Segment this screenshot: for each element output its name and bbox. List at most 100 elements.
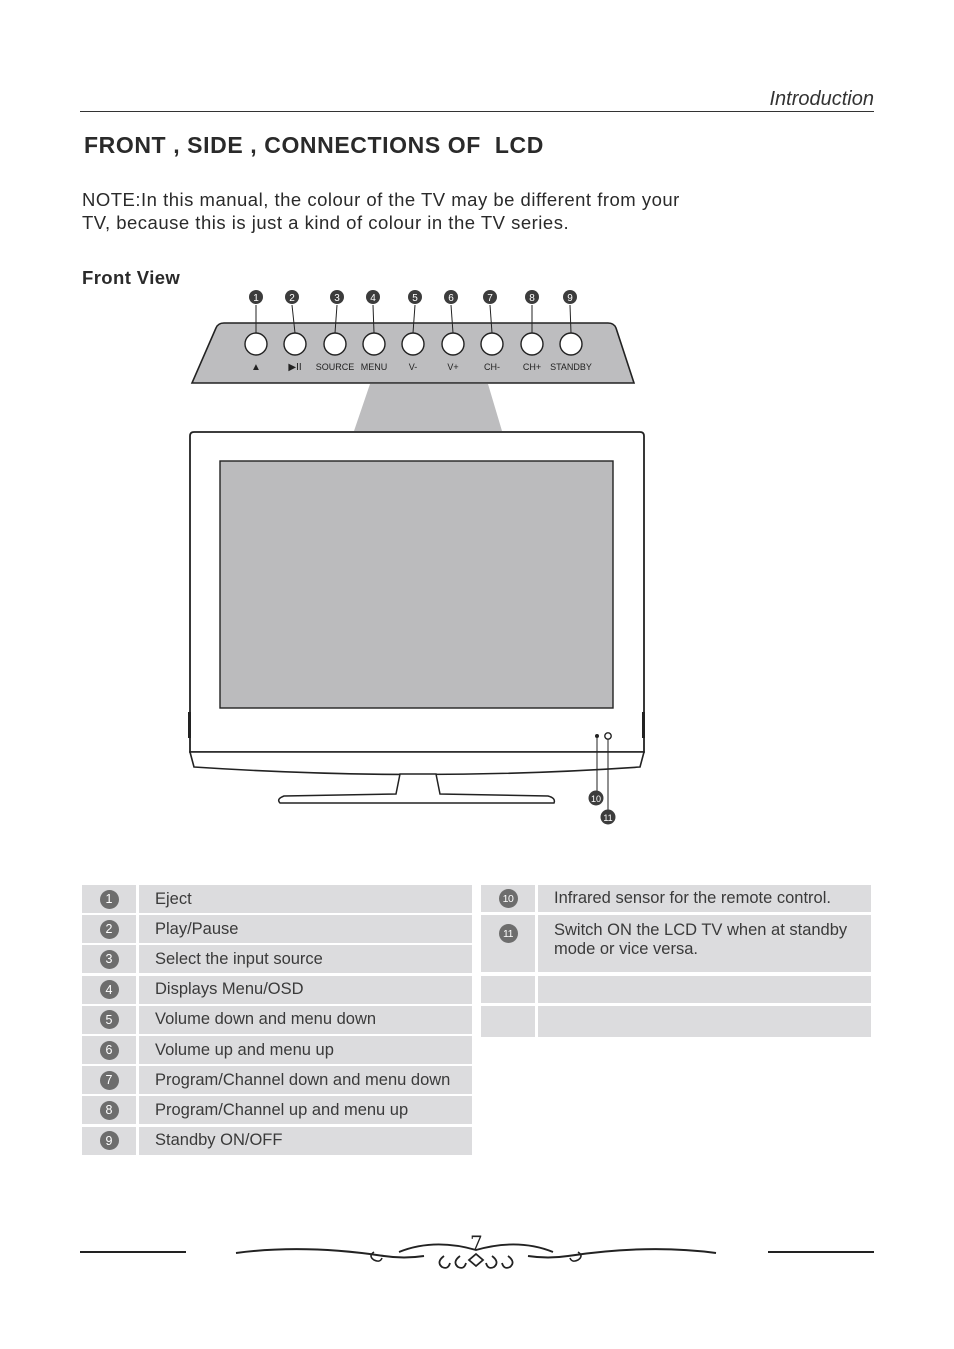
panel-button-label: STANDBY	[550, 362, 592, 372]
panel-button-label: V-	[409, 362, 418, 372]
callout-badge-2	[285, 290, 299, 304]
tv-stand	[277, 773, 556, 804]
panel-zoom-beam	[354, 384, 502, 431]
row-number-cell	[481, 976, 535, 1003]
panel-button-1	[244, 332, 268, 356]
callout-badge-9	[563, 290, 577, 304]
row-description: Program/Channel down and menu down	[139, 1066, 472, 1095]
panel-button-7	[480, 332, 504, 356]
callout-number: 4	[370, 293, 376, 304]
right-side-mark	[642, 712, 645, 738]
table-row: 6 Volume up and menu up	[82, 1036, 472, 1064]
row-number-cell: 4	[82, 975, 136, 1004]
panel-button-8	[520, 332, 544, 356]
callout-number: 1	[253, 293, 259, 304]
panel-button-label: V+	[447, 362, 458, 372]
callout-badge-5	[408, 290, 422, 304]
callout-badge-3	[330, 290, 344, 304]
callout-leader-line	[489, 304, 493, 334]
row-description	[538, 1006, 871, 1037]
row-number-cell: 11	[481, 915, 535, 972]
tv-bottom-lip	[188, 751, 646, 776]
table-row: 1 Eject	[82, 885, 472, 913]
callout-leader-line	[334, 304, 338, 334]
header-rule	[80, 111, 874, 112]
footer-ornament-icon	[235, 1243, 717, 1269]
callout-leader-line	[450, 304, 454, 334]
panel-button-6	[441, 332, 465, 356]
panel-button-3	[323, 332, 347, 356]
row-number-cell	[481, 1006, 535, 1037]
number-badge: 1	[99, 889, 119, 909]
row-description: Standby ON/OFF	[139, 1126, 472, 1155]
row-description: Play/Pause	[139, 915, 472, 944]
number-badge: 7	[99, 1070, 119, 1090]
table-row-empty	[481, 976, 871, 1003]
number-badge: 8	[99, 1100, 119, 1120]
row-number-cell: 9	[82, 1126, 136, 1155]
number-badge: 4	[99, 980, 119, 1000]
note-line-1: NOTE:In this manual, the colour of the T…	[82, 189, 680, 210]
callout-number: 2	[289, 293, 295, 304]
footer-rule-left	[80, 1251, 186, 1253]
row-description: Volume up and menu up	[139, 1036, 472, 1064]
panel-button-label: ▶II	[288, 362, 301, 373]
callout-leader-line	[291, 304, 296, 334]
note-paragraph: NOTE:In this manual, the colour of the T…	[82, 188, 802, 234]
table-row-empty	[481, 1006, 871, 1037]
callout-badge-1	[249, 290, 263, 304]
row-number-cell: 8	[82, 1096, 136, 1125]
callout-number: 7	[487, 293, 493, 304]
row-description	[538, 976, 871, 1003]
row-description: Switch ON the LCD TV when at standby mod…	[538, 915, 871, 972]
panel-button-5	[401, 332, 425, 356]
number-badge: 5	[99, 1010, 119, 1030]
front-view-heading: Front View	[82, 267, 181, 288]
panel-button-2	[283, 332, 307, 356]
callout-badge-8	[525, 290, 539, 304]
callout-number: 5	[412, 293, 418, 304]
callout-badge-7	[483, 290, 497, 304]
ir-sensor-icon	[595, 734, 599, 738]
description-line-1: Switch ON the LCD TV when at standby	[554, 921, 848, 939]
row-description: Select the input source	[139, 945, 472, 974]
row-description: Eject	[139, 885, 472, 913]
panel-button-label: CH+	[523, 362, 541, 372]
row-description: Program/Channel up and menu up	[139, 1096, 472, 1125]
row-number-cell: 10	[481, 885, 535, 912]
page-title: FRONT , SIDE , CONNECTIONS OF LCD	[84, 132, 544, 158]
callout-leader-line	[412, 304, 416, 334]
number-badge: 6	[99, 1040, 119, 1060]
row-number-cell: 3	[82, 945, 136, 974]
row-number-cell: 6	[82, 1036, 136, 1064]
description-line-2: mode or vice versa.	[554, 940, 698, 958]
callout-11-text: 11	[603, 813, 612, 823]
power-indicator-icon	[604, 732, 612, 740]
callout-10: 10	[588, 790, 604, 806]
footer-rule-right	[768, 1251, 874, 1253]
section-label: Introduction	[769, 88, 874, 110]
panel-button-4	[362, 332, 386, 356]
table-row: 8 Program/Channel up and menu up	[82, 1096, 472, 1125]
callout-badge-4	[366, 290, 380, 304]
callout-number: 9	[567, 293, 573, 304]
callout-leader-line	[569, 304, 572, 334]
callout-number: 8	[529, 293, 535, 304]
number-badge: 11	[498, 924, 518, 943]
row-number-cell: 1	[82, 885, 136, 913]
callout-10-text: 10	[591, 794, 601, 804]
panel-button-label: ▲	[251, 362, 261, 373]
panel-button-label: MENU	[361, 362, 388, 372]
number-badge: 3	[99, 949, 119, 969]
callout-number: 3	[334, 293, 340, 304]
page-number: 7	[470, 1231, 483, 1255]
table-row: 7 Program/Channel down and menu down	[82, 1066, 472, 1095]
panel-button-label: CH-	[484, 362, 500, 372]
callout-leader-line	[372, 304, 375, 334]
